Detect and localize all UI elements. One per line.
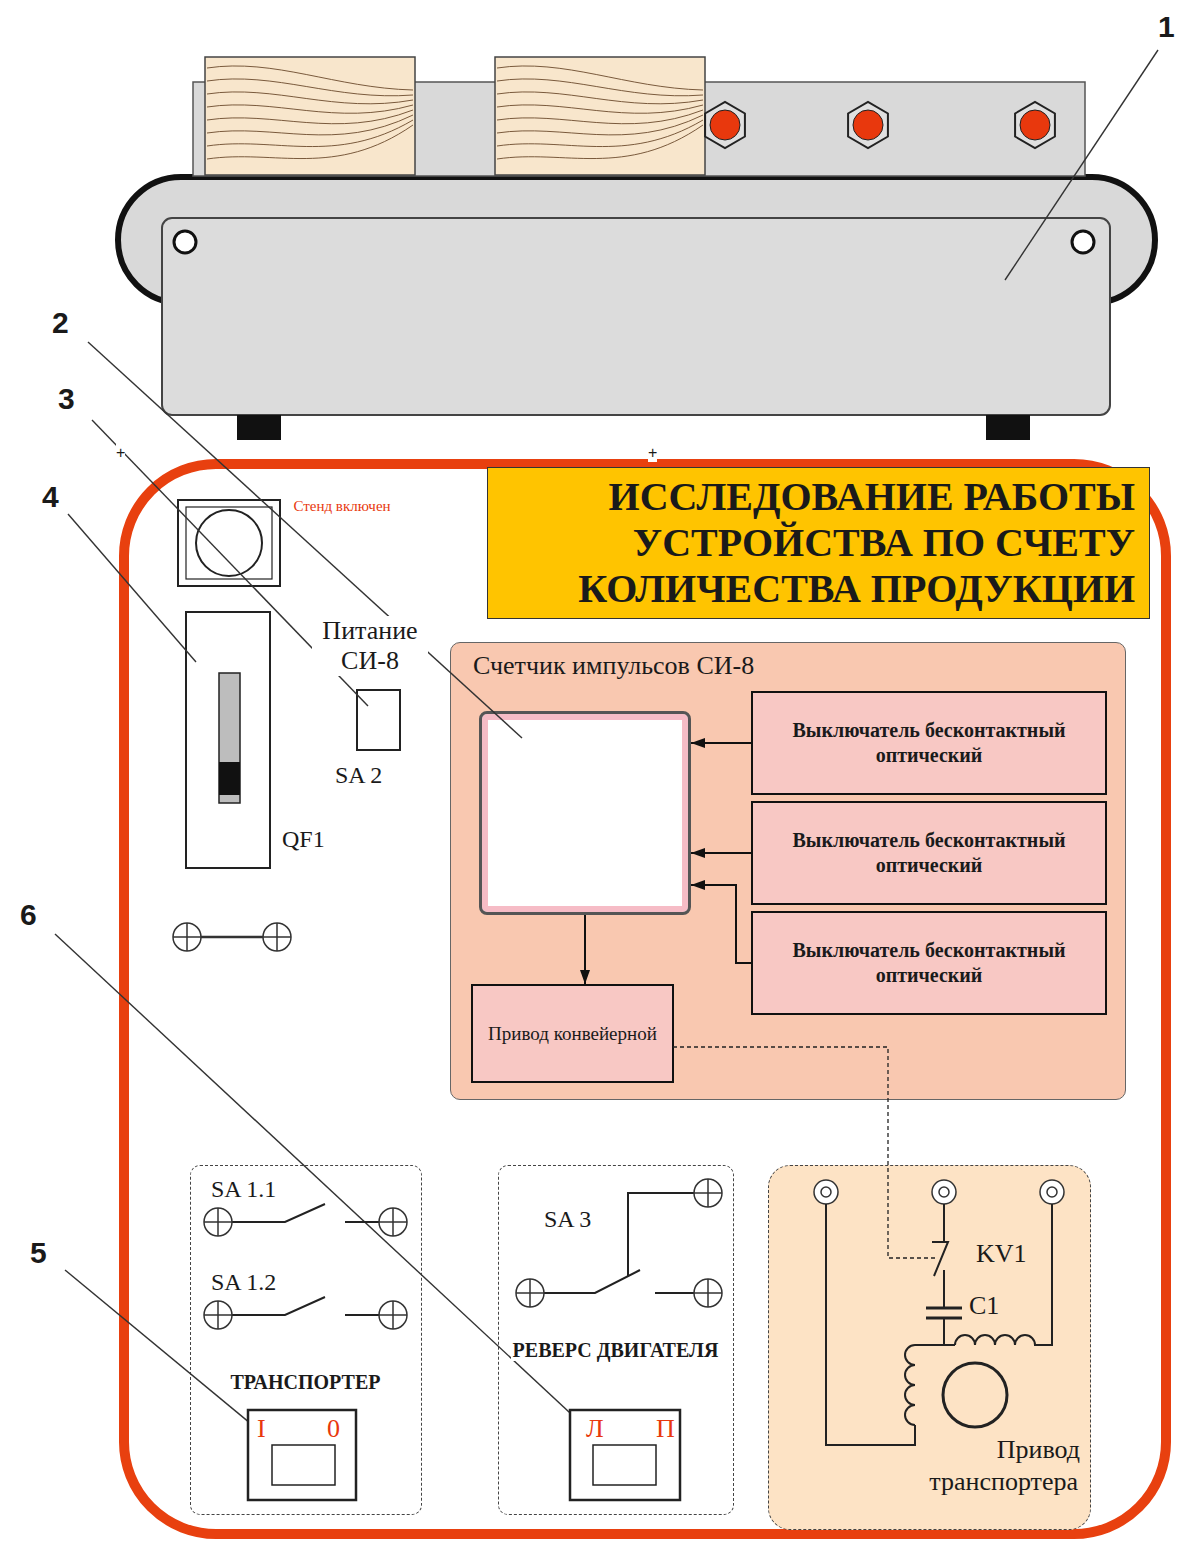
hex-nut: [848, 102, 888, 148]
transporter-switch-group: SA 1.1 SA 1.2ТРАНСПОРТЕР I 0: [190, 1165, 422, 1515]
wood-grain: [207, 115, 413, 135]
node-label: SA 3: [544, 1206, 591, 1234]
conveyor: [118, 57, 1155, 440]
callout-number: 3: [58, 382, 75, 417]
switch-position: I: [257, 1414, 266, 1444]
lamp: [178, 500, 280, 586]
switch-position: Л: [586, 1414, 604, 1444]
conveyor-drive: Привод конвейерной: [471, 984, 674, 1083]
nut-sensor: [710, 110, 740, 140]
wood-grain: [497, 92, 703, 104]
plus-mark: +: [648, 444, 657, 462]
designator: QF1: [282, 826, 325, 854]
node-label: KV1: [976, 1239, 1027, 1269]
node-label: РЕВЕРС ДВИГАТЕЛЯ: [499, 1334, 732, 1366]
wood-grain: [497, 125, 703, 159]
indicator-caption: Стенд включен: [290, 498, 394, 515]
switch-sa1: [232, 1204, 379, 1500]
switch-caption: Питание СИ-8: [312, 616, 428, 676]
circuit-breaker: [186, 612, 270, 868]
wood-block: [205, 57, 415, 175]
node-label: Выключатель бесконтактный оптический: [763, 828, 1095, 878]
panel-border: [124, 464, 1166, 1534]
hex-nut: [1015, 102, 1055, 148]
callout-number: 6: [20, 898, 37, 933]
wood-grain: [497, 115, 703, 135]
switch-position: П: [656, 1414, 675, 1444]
counter-panel: Счетчик импульсов СИ-8Выключатель бескон…: [450, 642, 1126, 1100]
node-label: C1: [969, 1291, 999, 1321]
wood-grain: [207, 110, 413, 124]
wood-block: [495, 57, 705, 175]
nut-sensor: [853, 110, 883, 140]
optical-sensor: Выключатель бесконтактный оптический: [751, 911, 1107, 1015]
terminal-pair: [173, 923, 291, 951]
optical-sensor: Выключатель бесконтактный оптический: [751, 691, 1107, 795]
wood-grain: [497, 105, 703, 113]
callout-number: 5: [30, 1236, 47, 1271]
reverse-switch-group: SA 3 РЕВЕРС ДВИГАТЕЛЯ Л П: [498, 1165, 734, 1515]
node-label: SA 1.2: [211, 1269, 276, 1297]
leader-lines: [55, 50, 1158, 1452]
power-switch: [357, 690, 400, 750]
node-label: Привод конвейерной: [488, 1022, 657, 1046]
wood-grain: [207, 66, 413, 90]
node-label: ТРАНСПОРТЕР: [191, 1371, 420, 1394]
hex-nut: [705, 102, 745, 148]
wood-grain: [207, 79, 413, 96]
switch-position: 0: [327, 1414, 340, 1444]
counter-display: [479, 711, 691, 915]
node-label: SA 1.1: [211, 1176, 276, 1204]
node-label: Счетчик импульсов СИ-8: [473, 651, 873, 681]
plus-mark: +: [116, 444, 125, 462]
wood-grain: [497, 66, 703, 90]
node-label: Выключатель бесконтактный оптический: [763, 718, 1095, 768]
wood-grain: [497, 110, 703, 124]
transporter-drive: KV1C1Привод транспортера: [768, 1165, 1091, 1530]
callout-number: 2: [52, 306, 69, 341]
callout-number: 4: [42, 480, 59, 515]
optical-sensor: Выключатель бесконтактный оптический: [751, 801, 1107, 905]
callout-number: 1: [1158, 10, 1175, 45]
wood-grain: [207, 92, 413, 104]
wood-grain: [207, 125, 413, 159]
node-label: Выключатель бесконтактный оптический: [763, 938, 1095, 988]
wood-grain: [497, 79, 703, 96]
title-box: ИССЛЕДОВАНИЕ РАБОТЫ УСТРОЙСТВА ПО СЧЕТУ …: [487, 467, 1150, 619]
wood-grain: [207, 105, 413, 113]
nut-sensor: [1020, 110, 1050, 140]
designator: SA 2: [335, 762, 382, 790]
node-label: Привод транспортера: [914, 1434, 1080, 1498]
